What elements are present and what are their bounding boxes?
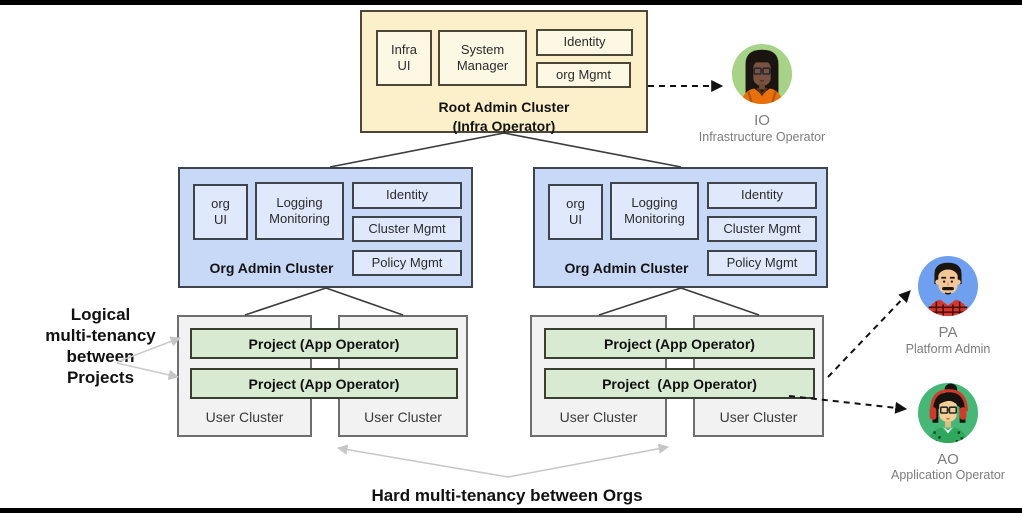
project-bar: Project (App Operator) — [544, 328, 815, 359]
logical-multitenancy-note: Logical multi-tenancy between Projects — [45, 305, 156, 387]
cluster-mgmt-component: Cluster Mgmt — [352, 216, 462, 242]
project-bar: Project (App Operator) — [190, 328, 458, 359]
project-bar: Project (App Operator) — [190, 368, 458, 399]
identity-component: Identity — [707, 182, 817, 209]
logging-monitoring-component: Logging Monitoring — [255, 182, 344, 240]
ao-initials: AO — [937, 451, 959, 468]
root-admin-cluster-box: Infra UI System Manager Identity org Mgm… — [360, 10, 648, 134]
ao-role-label: Application Operator — [891, 468, 1005, 482]
pa-role-label: Platform Admin — [905, 342, 991, 356]
system-manager-component: System Manager — [438, 30, 527, 86]
policy-mgmt-component: Policy Mgmt — [707, 250, 817, 276]
root-cluster-title: Root Admin Cluster (Infra Operator) — [438, 99, 570, 134]
hard-multitenancy-note: Hard multi-tenancy between Orgs — [371, 486, 643, 505]
user-cluster-label: User Cluster — [364, 409, 442, 425]
user-cluster-label: User Cluster — [205, 409, 284, 425]
identity-component: Identity — [536, 29, 633, 56]
infra-ui-component: Infra UI — [376, 30, 432, 86]
cluster-mgmt-component: Cluster Mgmt — [707, 216, 817, 242]
identity-component: Identity — [352, 182, 462, 209]
top-border-bar — [0, 0, 1022, 5]
logging-monitoring-component: Logging Monitoring — [610, 182, 699, 240]
project-bar: Project (App Operator) — [544, 368, 815, 399]
org-admin-cluster-box-left: org UI Logging Monitoring Identity Clust… — [178, 167, 473, 288]
org-mgmt-component: org Mgmt — [536, 62, 631, 88]
io-role-label: Infrastructure Operator — [698, 130, 826, 144]
ao-person-avatar — [917, 382, 979, 444]
pa-avatar-icon — [917, 255, 979, 317]
hard-arrow-right — [507, 443, 670, 478]
bottom-border-bar — [0, 508, 1022, 513]
org-ui-component: org UI — [548, 184, 603, 240]
policy-mgmt-component: Policy Mgmt — [352, 250, 462, 276]
io-person-avatar — [731, 43, 793, 105]
io-avatar-icon — [731, 43, 793, 105]
hard-arrow-left — [336, 444, 509, 478]
org-ui-component: org UI — [193, 184, 248, 240]
org-cluster-title: Org Admin Cluster — [209, 260, 334, 276]
pa-initials: PA — [938, 324, 958, 341]
user-cluster-label: User Cluster — [559, 409, 638, 425]
io-initials: IO — [754, 112, 770, 129]
org-cluster-title: Org Admin Cluster — [564, 260, 689, 276]
pa-person-avatar — [917, 255, 979, 317]
ao-avatar-icon — [917, 382, 979, 444]
org-admin-cluster-box-right: org UI Logging Monitoring Identity Clust… — [533, 167, 828, 288]
user-cluster-label: User Cluster — [719, 409, 798, 425]
